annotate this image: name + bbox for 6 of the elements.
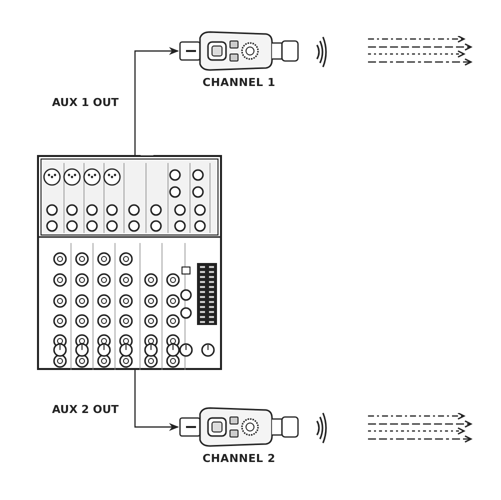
connector-arrow: [134, 47, 179, 155]
channel-label: CHANNEL 1: [202, 76, 276, 89]
connector-arrow: [134, 370, 179, 431]
channel-label: CHANNEL 2: [202, 452, 276, 465]
edge-label: AUX 2 OUT: [50, 403, 121, 416]
edge-label: AUX 1 OUT: [50, 96, 121, 109]
